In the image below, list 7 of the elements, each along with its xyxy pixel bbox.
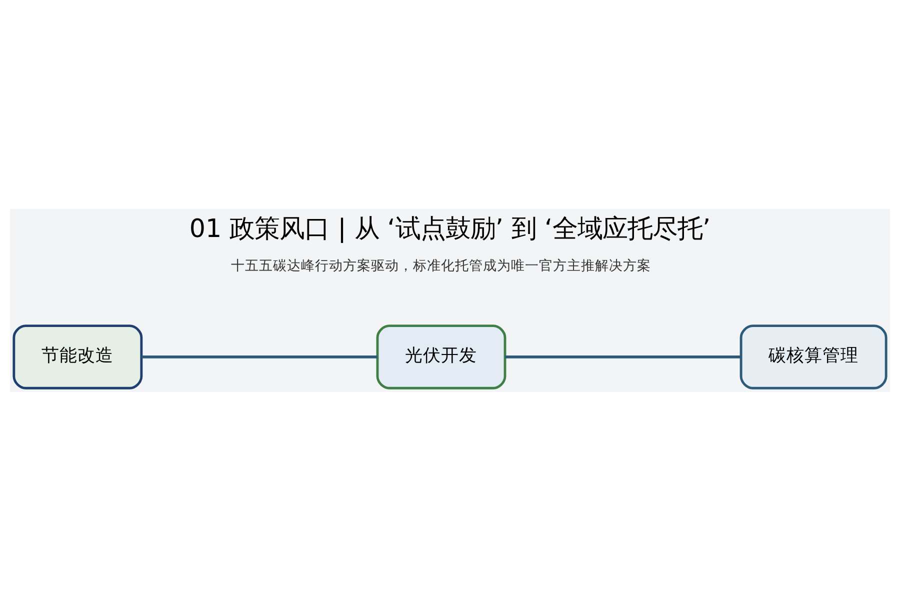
- connector: [505, 355, 741, 358]
- connector: [142, 355, 378, 358]
- label: 十五五碳达峰行动方案驱动，标准化托管成为唯一官方主推解决方案: [231, 258, 652, 274]
- node-box: 节能改造: [12, 324, 143, 389]
- diagram-title: 01 政策风口 | 从 ‘试点鼓励’ 到 ‘全域应托尽托’: [189, 214, 711, 243]
- node-box: 光伏开发: [376, 324, 506, 389]
- node-box: 碳核算管理: [740, 324, 888, 389]
